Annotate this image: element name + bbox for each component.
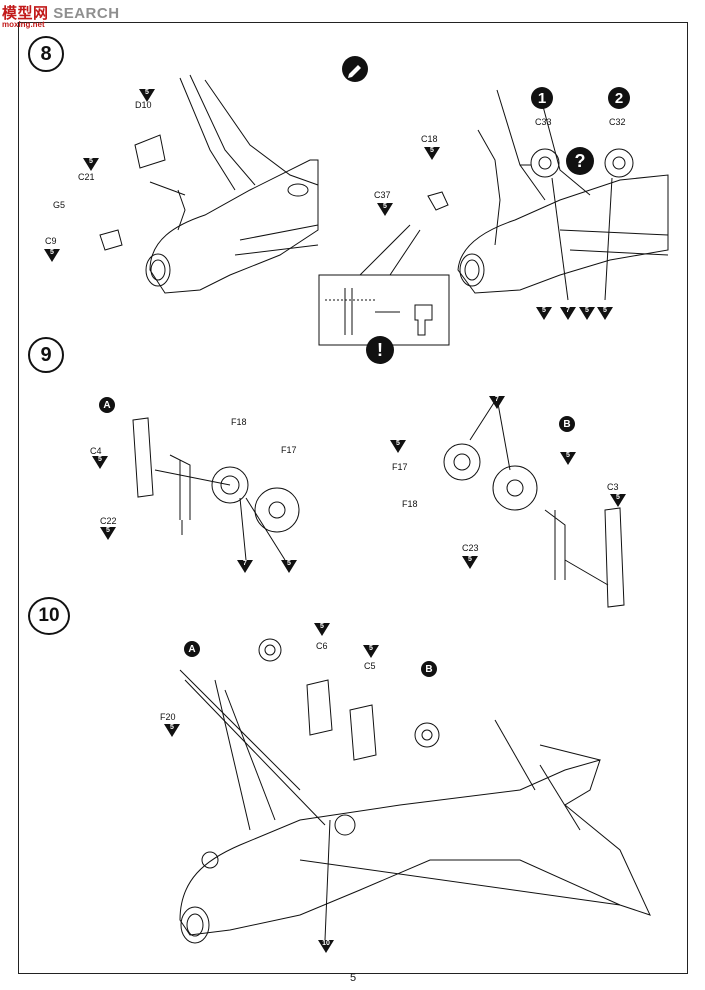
- paint-code-marker: 7: [237, 560, 253, 573]
- question-icon: ?: [566, 147, 594, 175]
- paint-code-marker: 5: [579, 307, 595, 320]
- paint-code-marker: 5: [139, 89, 155, 102]
- part-label: F17: [392, 462, 408, 472]
- part-label: D10: [135, 100, 152, 110]
- watermark: 模型网 SEARCH: [2, 5, 120, 22]
- subassembly-b-badge: B: [559, 416, 575, 432]
- paint-code-marker: 7: [489, 396, 505, 409]
- page-frame: [18, 22, 688, 974]
- part-label: C37: [374, 190, 391, 200]
- part-label: C5: [364, 661, 376, 671]
- part-label: G5: [53, 200, 66, 210]
- paint-code-marker: 5: [92, 456, 108, 469]
- paint-code-marker: 5: [610, 494, 626, 507]
- paint-code-marker: 5: [560, 452, 576, 465]
- paint-code-marker: 5: [462, 556, 478, 569]
- paint-code-marker: 5: [377, 203, 393, 216]
- part-label: F20: [160, 712, 176, 722]
- paint-code-marker: 5: [100, 527, 116, 540]
- part-label: C23: [462, 543, 479, 553]
- paint-code-marker: 5: [424, 147, 440, 160]
- part-label: C33: [535, 117, 552, 127]
- option-2-badge: 2: [608, 87, 630, 109]
- paint-code-marker: 5: [363, 645, 379, 658]
- paint-code-marker: 5: [536, 307, 552, 320]
- part-label: F17: [281, 445, 297, 455]
- step-number-9: 9: [28, 337, 64, 373]
- paint-code-marker: 5: [164, 724, 180, 737]
- step-number-10: 10: [28, 597, 70, 635]
- watermark-url: moxing.net: [2, 20, 45, 29]
- part-label: F18: [402, 499, 418, 509]
- step-number-8: 8: [28, 36, 64, 72]
- step8-left-fuselage: [149, 159, 319, 294]
- part-label: C21: [78, 172, 95, 182]
- step10-aircraft: [179, 759, 651, 936]
- subassembly-a-badge: A: [184, 641, 200, 657]
- subassembly-b-badge: B: [421, 661, 437, 677]
- paint-code-marker: 5: [83, 158, 99, 171]
- paint-code-marker: 5: [314, 623, 330, 636]
- subassembly-a-badge: A: [99, 397, 115, 413]
- part-label: C4: [90, 446, 102, 456]
- paint-code-marker: 7: [560, 307, 576, 320]
- paint-code-marker: 5: [44, 249, 60, 262]
- paint-code-marker: 5: [597, 307, 613, 320]
- paint-code-marker: 5: [281, 560, 297, 573]
- part-label: C22: [100, 516, 117, 526]
- paint-code-marker: 5: [390, 440, 406, 453]
- option-1-badge: 1: [531, 87, 553, 109]
- part-label: C18: [421, 134, 438, 144]
- warning-icon: !: [366, 336, 394, 364]
- part-label: F18: [231, 417, 247, 427]
- step8-right-fuselage: [457, 174, 669, 294]
- part-label: C32: [609, 117, 626, 127]
- paint-code-marker: 10: [318, 940, 334, 953]
- part-label: C3: [607, 482, 619, 492]
- part-label: C9: [45, 236, 57, 246]
- pencil-icon: [342, 56, 368, 82]
- part-label: C6: [316, 641, 328, 651]
- page-number: 5: [349, 972, 357, 984]
